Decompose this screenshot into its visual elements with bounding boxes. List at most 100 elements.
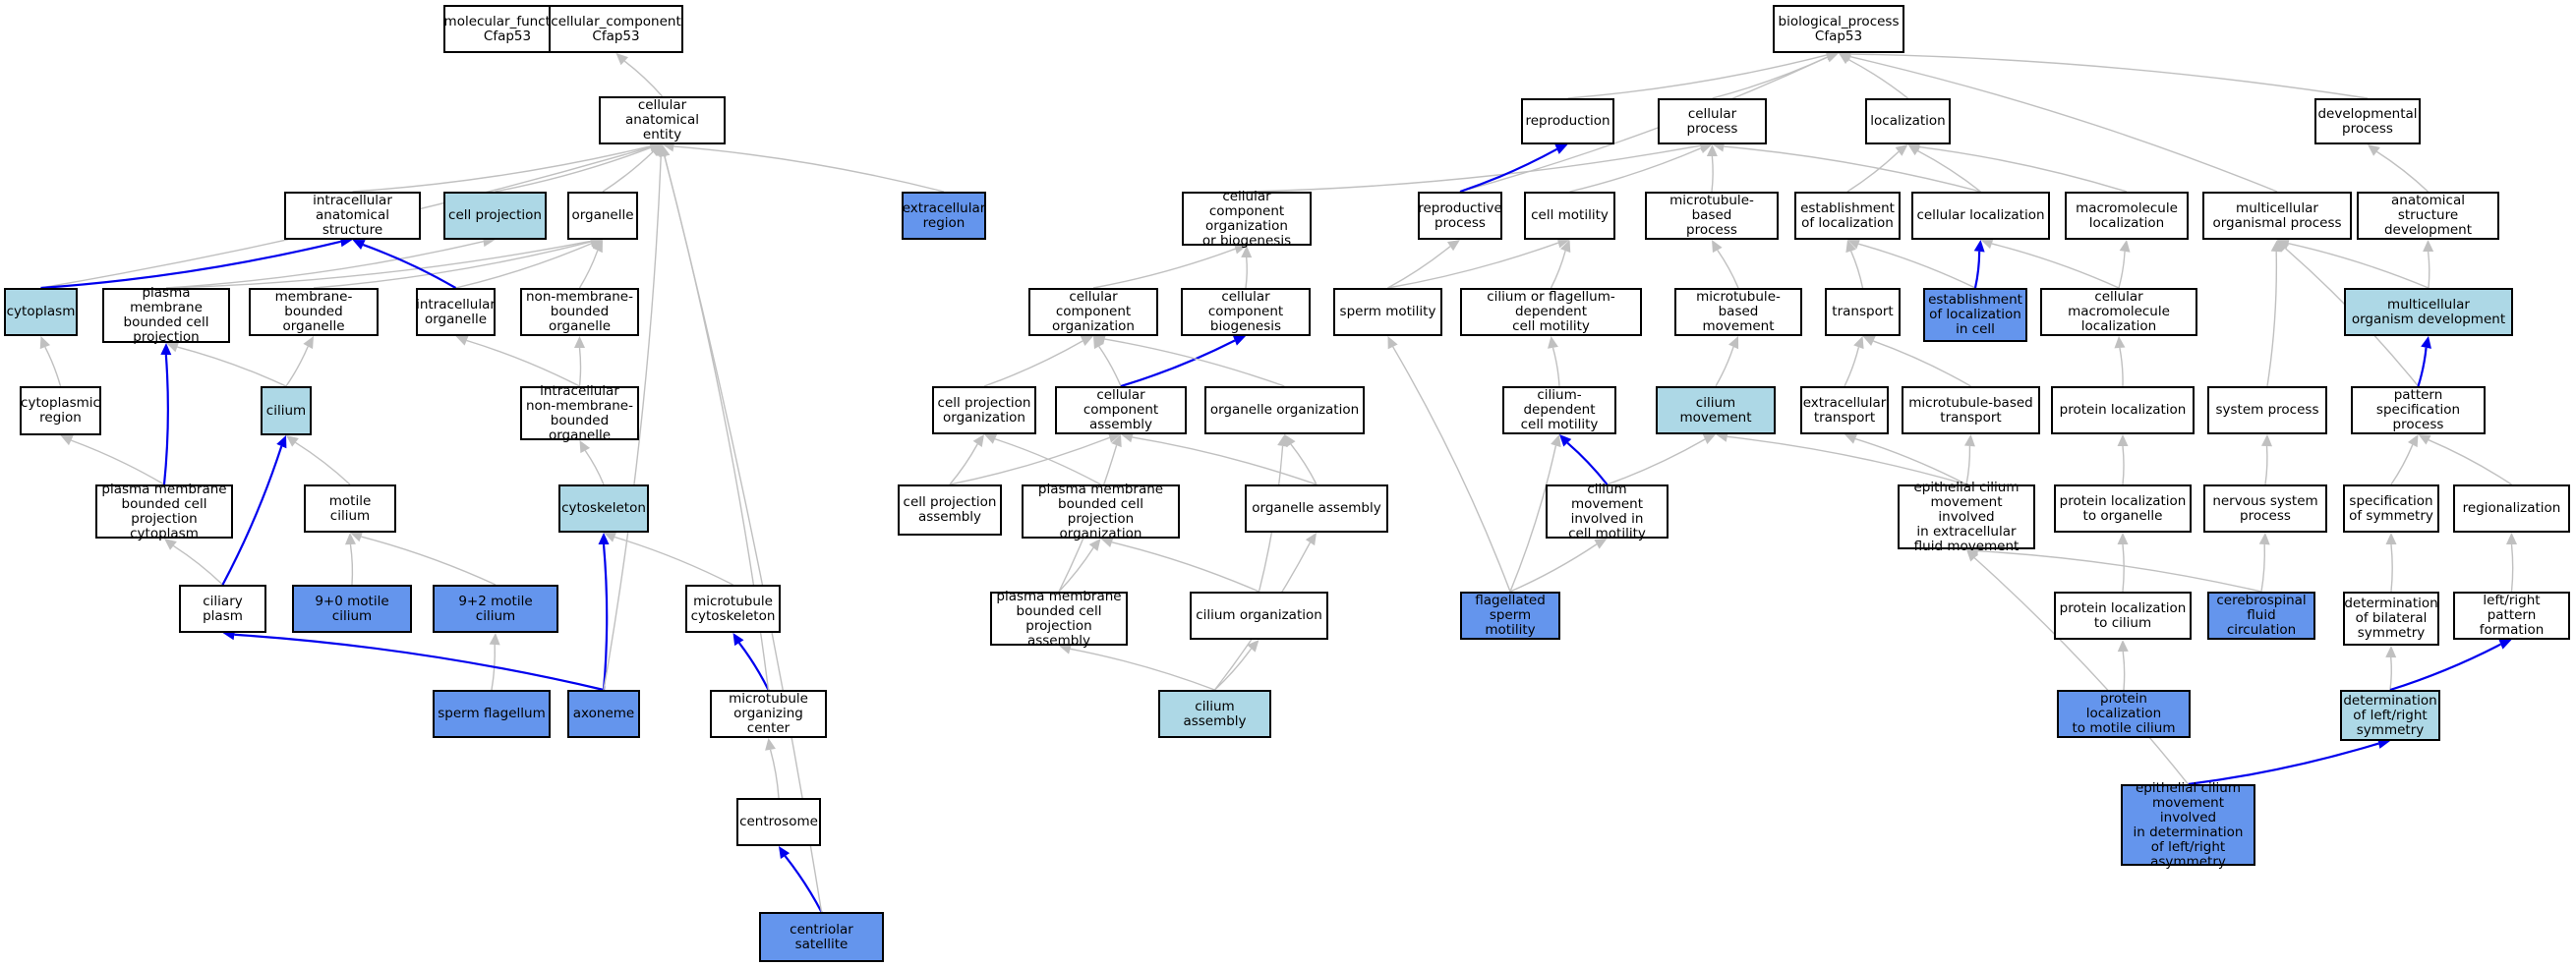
node-cell-projection-organization[interactable]: cell projection organization (932, 386, 1036, 434)
node-cytoplasm[interactable]: cytoplasm (4, 288, 78, 336)
node-plasma-membrane-bounded-cell-projection[interactable]: plasma membrane bounded cell projection (102, 286, 230, 345)
arrowhead-protloccil-to-protlocorg (2117, 533, 2129, 544)
node-motile-cilium[interactable]: motile cilium (304, 484, 396, 533)
node-transport[interactable]: transport (1825, 288, 1901, 336)
arrowhead-cildepmot-to-ciliumdepmot (1548, 336, 1558, 349)
node-ciliary-plasm[interactable]: ciliary plasm (179, 585, 266, 633)
arrowhead-cmimot-to-cildepmot (1559, 434, 1572, 447)
node-microtubule-cytoskeleton[interactable]: microtubule cytoskeleton (685, 585, 781, 633)
arrowhead-csfcirc-to-nervsys (2258, 533, 2270, 545)
node-specification-of-symmetry[interactable]: specification of symmetry (2343, 484, 2439, 533)
node-establishment-of-localization[interactable]: establishment of localization (1794, 192, 1901, 240)
node-cilium-dependent-cell-motility[interactable]: cilium-dependent cell motility (1502, 386, 1616, 434)
node-intracellular-anatomical-structure[interactable]: intracellular anatomical structure (284, 192, 421, 240)
node-intracellular-organelle[interactable]: intracellular organelle (416, 288, 496, 336)
node-plasma-membrane-bounded-cell-projection-cytoplasm[interactable]: plasma membrane bounded cell projection … (95, 482, 233, 540)
node-cellular-component[interactable]: cellular_component Cfap53 (549, 5, 683, 53)
node-non-membrane-bounded-organelle[interactable]: non-membrane-bounded organelle (520, 288, 639, 336)
node-determination-of-left-right-symmetry[interactable]: determination of left/right symmetry (2340, 690, 2440, 741)
node-system-process[interactable]: system process (2207, 386, 2327, 434)
node-epithelial-cilium-movement-left-right-asymmetry[interactable]: epithelial cilium movement involved in d… (2121, 780, 2255, 869)
node-microtubule-organizing-center[interactable]: microtubule organizing center (710, 690, 827, 738)
node-cilium-assembly[interactable]: cilium assembly (1158, 690, 1271, 738)
node-protein-localization-to-organelle[interactable]: protein localization to organelle (2054, 484, 2192, 533)
edge-protlocmot-to-protloccil (2122, 651, 2126, 691)
node-cellular-process[interactable]: cellular process (1658, 98, 1767, 144)
arrowhead-axoneme-to-cytoskel (598, 533, 610, 544)
node-anatomical-structure-development[interactable]: anatomical structure development (2357, 192, 2499, 240)
node-cytoplasmic-region[interactable]: cytoplasmic region (20, 386, 101, 435)
arrowhead-pmbcpc-to-cytreg (60, 435, 74, 446)
arrowhead-orgasm-to-orgorg (1284, 434, 1296, 448)
node-regionalization[interactable]: regionalization (2453, 484, 2570, 533)
edge-protloccil-to-protlocorg (2122, 543, 2125, 593)
node-pattern-specification-process[interactable]: pattern specification process (2351, 386, 2486, 434)
node-extracellular-transport[interactable]: extracellular transport (1800, 386, 1889, 434)
arrowhead-orgorg-to-cco (1093, 333, 1107, 345)
node-nervous-system-process[interactable]: nervous system process (2203, 484, 2327, 533)
node-plasma-membrane-bounded-cell-projection-assembly[interactable]: plasma membrane bounded cell projection … (990, 589, 1128, 648)
node-microtubule-based-movement[interactable]: microtubule-based movement (1674, 288, 1802, 336)
node-protein-localization-to-cilium[interactable]: protein localization to cilium (2054, 592, 2192, 640)
node-cell-projection-assembly[interactable]: cell projection assembly (898, 484, 1002, 536)
node-cytoskeleton[interactable]: cytoskeleton (558, 484, 649, 533)
node-intracellular-non-membrane-bounded-organelle[interactable]: intracellular non-membrane-bounded organ… (520, 383, 639, 442)
node-cellular-localization[interactable]: cellular localization (1911, 192, 2050, 240)
node-organelle-organization[interactable]: organelle organization (1204, 386, 1365, 434)
node-cellular-anatomical-entity[interactable]: cellular anatomical entity (599, 96, 726, 144)
node-cellular-macromolecule-localization[interactable]: cellular macromolecule localization (2040, 288, 2197, 336)
node-centriolar-satellite[interactable]: centriolar satellite (759, 912, 884, 962)
node-flagellated-sperm-motility[interactable]: flagellated sperm motility (1460, 592, 1560, 640)
node-cilium-organization[interactable]: cilium organization (1190, 592, 1328, 640)
node-extracellular-region[interactable]: extracellular region (902, 192, 986, 240)
node-cell-projection[interactable]: cell projection (443, 192, 547, 240)
node-macromolecule-localization[interactable]: macromolecule localization (2065, 192, 2189, 240)
node-cellular-component-organization[interactable]: cellular component organization (1028, 288, 1158, 336)
edge-pmbcp-to-organelle (165, 240, 592, 289)
node-cellular-component-assembly[interactable]: cellular component assembly (1055, 386, 1187, 434)
arrowhead-cilplasm-to-pmbcpc (164, 539, 177, 550)
node-cilium[interactable]: cilium (261, 386, 312, 435)
node-sperm-flagellum[interactable]: sperm flagellum (433, 690, 551, 738)
node-sperm-motility[interactable]: sperm motility (1333, 288, 1442, 336)
arrowhead-pmbcpo-to-cpo (984, 433, 998, 444)
arrowhead-ciliumdepmot-to-cellmot (1560, 240, 1571, 254)
node-reproductive-process[interactable]: reproductive process (1418, 192, 1502, 240)
node-cellular-component-biogenesis[interactable]: cellular component biogenesis (1181, 288, 1311, 336)
node-organelle-assembly[interactable]: organelle assembly (1245, 484, 1388, 533)
arrowhead-cilasm-to-orgasm (1305, 533, 1317, 546)
node-cellular-component-organization-or-biogenesis[interactable]: cellular component organization or bioge… (1182, 189, 1312, 248)
node-epithelial-cilium-movement-extracellular-fluid[interactable]: epithelial cilium movement involved in e… (1898, 480, 2035, 553)
arrowhead-detlr-to-lrpattern (2498, 639, 2512, 650)
node-establishment-of-localization-in-cell[interactable]: establishment of localization in cell (1923, 288, 2027, 342)
node-left-right-pattern-formation[interactable]: left/right pattern formation (2453, 592, 2570, 640)
edge-regional-to-patspec (2428, 439, 2512, 485)
edge-cmacroloc-to-macroloc (2118, 251, 2126, 289)
node-determination-of-bilateral-symmetry[interactable]: determination of bilateral symmetry (2343, 592, 2439, 646)
node-developmental-process[interactable]: developmental process (2314, 98, 2421, 144)
node-cilium-movement[interactable]: cilium movement (1656, 386, 1776, 434)
node-microtubule-based-process[interactable]: microtubule-based process (1645, 192, 1779, 240)
arrowhead-c92-to-motcil (350, 531, 364, 542)
node-cell-motility[interactable]: cell motility (1524, 192, 1615, 240)
node-biological-process[interactable]: biological_process Cfap53 (1773, 5, 1904, 53)
node-protein-localization[interactable]: protein localization (2051, 386, 2195, 434)
node-9-2-motile-cilium[interactable]: 9+2 motile cilium (433, 585, 558, 633)
node-localization[interactable]: localization (1865, 98, 1951, 144)
node-reproduction[interactable]: reproduction (1521, 98, 1614, 144)
node-cilium-or-flagellum-dependent-cell-motility[interactable]: cilium or flagellum-dependent cell motil… (1460, 288, 1642, 336)
node-membrane-bounded-organelle[interactable]: membrane-bounded organelle (249, 288, 379, 336)
node-microtubule-based-transport[interactable]: microtubule-based transport (1902, 386, 2040, 434)
node-centrosome[interactable]: centrosome (736, 798, 821, 846)
arrowhead-inmbo-to-io (455, 335, 469, 346)
node-9-0-motile-cilium[interactable]: 9+0 motile cilium (292, 585, 412, 633)
node-plasma-membrane-bounded-cell-projection-organization[interactable]: plasma membrane bounded cell projection … (1022, 482, 1180, 540)
node-cerebrospinal-fluid-circulation[interactable]: cerebrospinal fluid circulation (2207, 592, 2315, 640)
node-cilium-movement-involved-in-cell-motility[interactable]: cilium movement involved in cell motilit… (1546, 482, 1669, 540)
node-multicellular-organismal-process[interactable]: multicellular organismal process (2202, 192, 2352, 240)
node-axoneme[interactable]: axoneme (567, 690, 640, 738)
node-protein-localization-to-motile-cilium[interactable]: protein localization to motile cilium (2057, 690, 2191, 738)
node-organelle[interactable]: organelle (567, 192, 638, 240)
node-multicellular-organism-development[interactable]: multicellular organism development (2344, 288, 2513, 336)
edge-transport-to-estloc (1849, 251, 1864, 289)
